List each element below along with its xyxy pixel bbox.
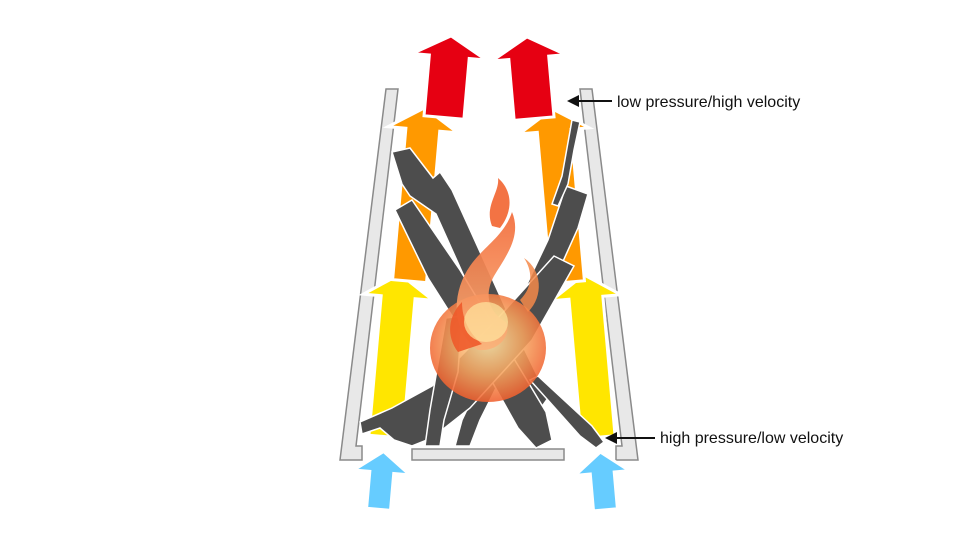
flame-core [464,302,508,342]
stick-right [551,119,581,207]
hottest-air-arrow-left [406,34,492,121]
chimney-right-wall [579,88,639,461]
cool-air-arrow-right [571,450,634,513]
stick-bottom-right [528,375,606,449]
annotation-pointers [567,95,655,444]
low-pressure-label: low pressure/high velocity [617,94,801,111]
pointer-bottom-arrowhead [605,432,617,444]
grate [411,448,565,461]
pointer-top-arrowhead [567,95,579,107]
hottest-air-arrow-right [486,35,572,122]
flame [430,178,546,402]
high-pressure-label: high pressure/low velocity [660,430,844,447]
flame-tongue-top [489,178,510,228]
warm-air-arrow-right [546,273,626,441]
cool-air-arrow-left [349,449,415,512]
flame-tongue-right [520,258,539,312]
chimney-left-wall [339,88,399,461]
chimney [339,88,639,461]
